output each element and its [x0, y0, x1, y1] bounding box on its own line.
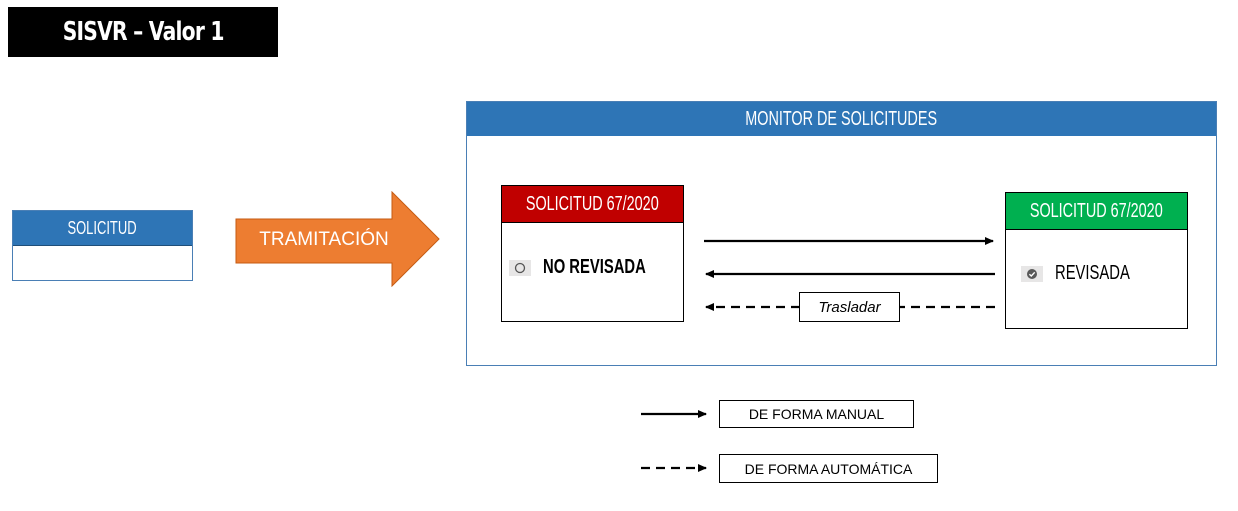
check-circle-icon	[1021, 265, 1043, 282]
tramitacion-label: TRAMITACIÓN	[259, 229, 389, 250]
diagram-title: SISVR – Valor 1	[8, 7, 278, 57]
monitor-header: MONITOR DE SOLICITUDES	[467, 102, 1216, 136]
status-revisada: REVISADA	[1021, 262, 1156, 285]
solicitud-state-title: SOLICITUD 67/2020	[1030, 199, 1163, 222]
status-revisada-text: REVISADA	[1055, 262, 1156, 285]
legend-manual: DE FORMA MANUAL	[719, 400, 914, 428]
tramitacion-arrow-icon	[235, 191, 440, 287]
legend-automatic: DE FORMA AUTOMÁTICA	[719, 454, 938, 483]
solicitud-state-header: SOLICITUD 67/2020	[1006, 193, 1187, 230]
trasladar-label: Trasladar	[799, 292, 900, 322]
solicitud-state-card-revisada: SOLICITUD 67/2020	[1005, 192, 1188, 329]
status-no-revisada-text: NO REVISADA	[543, 256, 682, 279]
status-revisada-label: REVISADA	[1055, 262, 1130, 284]
radio-empty-icon	[509, 259, 531, 276]
solicitud-card-header: SOLICITUD	[13, 211, 192, 246]
solicitud-card-title: SOLICITUD	[67, 217, 138, 238]
monitor-title: MONITOR DE SOLICITUDES	[745, 107, 938, 130]
diagram-title-text: SISVR – Valor 1	[62, 17, 225, 47]
solicitud-state-title: SOLICITUD 67/2020	[526, 192, 659, 215]
solicitud-card: SOLICITUD	[12, 210, 193, 281]
status-no-revisada-label: NO REVISADA	[543, 256, 646, 278]
solicitud-state-header: SOLICITUD 67/2020	[502, 186, 683, 223]
status-no-revisada: NO REVISADA	[509, 256, 682, 279]
solicitud-state-card-no-revisada: SOLICITUD 67/2020	[501, 185, 684, 322]
